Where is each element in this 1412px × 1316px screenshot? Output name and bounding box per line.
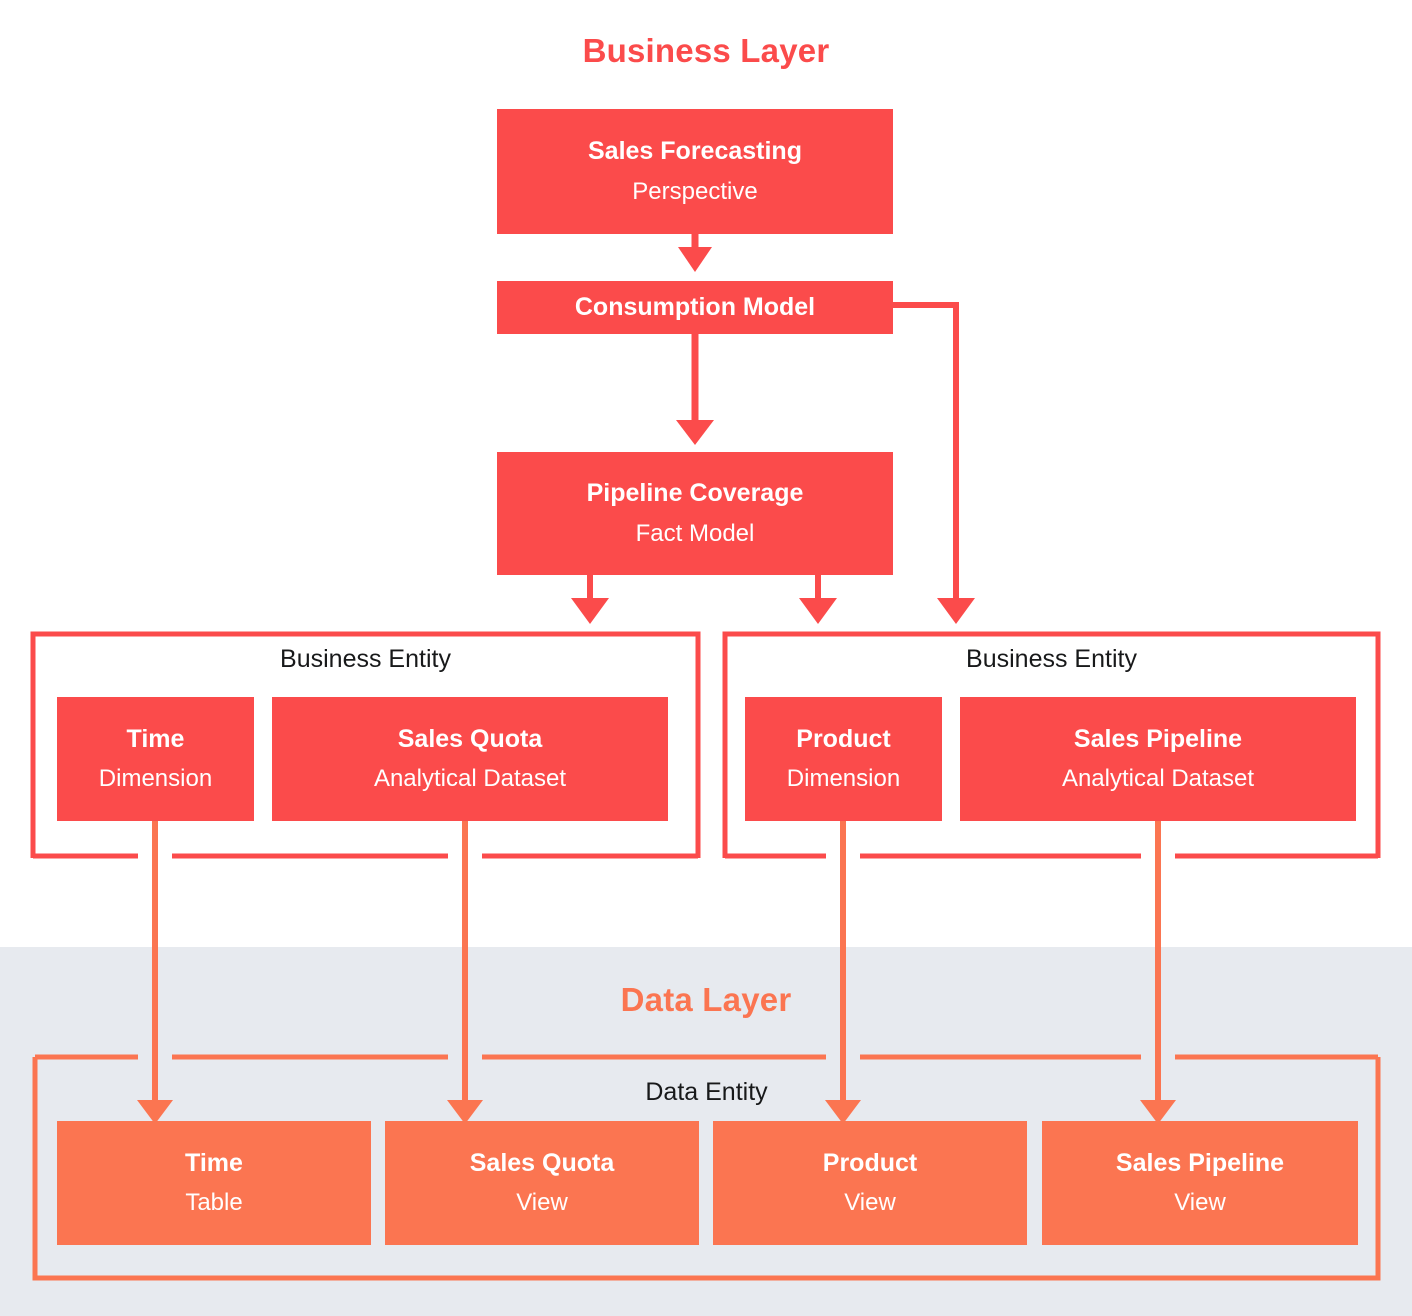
node-pipeline-coverage[interactable]: Pipeline Coverage Fact Model [497, 452, 893, 575]
node-sales-quota-view[interactable]: Sales Quota View [385, 1121, 699, 1245]
node-sales-pipeline-dataset[interactable]: Sales Pipeline Analytical Dataset [960, 697, 1356, 821]
node-subtitle: Dimension [786, 765, 901, 793]
edge-consumption-to-pipeline [676, 334, 714, 445]
node-title: Pipeline Coverage [586, 479, 804, 508]
node-time-dimension[interactable]: Time Dimension [57, 697, 254, 821]
node-title: Sales Quota [397, 724, 543, 753]
node-title: Time [126, 724, 185, 753]
node-subtitle: Fact Model [635, 519, 755, 547]
node-title: Sales Pipeline [1073, 724, 1243, 753]
node-title: Product [822, 1148, 918, 1177]
node-consumption-model[interactable]: Consumption Model [497, 281, 893, 334]
node-subtitle: View [844, 1189, 896, 1217]
edge-forecasting-to-consumption [678, 234, 712, 272]
node-title: Consumption Model [574, 292, 816, 321]
node-subtitle: Analytical Dataset [1061, 765, 1255, 793]
node-title: Time [185, 1148, 243, 1177]
group-label-business-entity-left: Business Entity [280, 645, 451, 673]
node-sales-pipeline-view[interactable]: Sales Pipeline View [1042, 1121, 1358, 1245]
data-layer-title: Data Layer [620, 981, 792, 1018]
node-subtitle: Analytical Dataset [373, 765, 567, 793]
group-data-entity: Data Entity [33, 1055, 1380, 1280]
edge-pipeline-to-business-entity-left [571, 575, 609, 624]
node-title: Sales Quota [469, 1148, 615, 1177]
node-title: Sales Forecasting [588, 137, 802, 166]
node-subtitle: View [1174, 1189, 1226, 1217]
edge-pipeline-to-business-entity-right [799, 575, 837, 624]
node-subtitle: View [516, 1189, 568, 1217]
node-title: Product [796, 724, 891, 753]
node-time-table[interactable]: Time Table [57, 1121, 371, 1245]
business-layer-title: Business Layer [582, 32, 830, 69]
node-sales-forecasting[interactable]: Sales Forecasting Perspective [497, 109, 893, 234]
node-subtitle: Dimension [98, 765, 213, 793]
node-product-view[interactable]: Product View [713, 1121, 1027, 1245]
group-label-data-entity: Data Entity [645, 1078, 768, 1106]
node-sales-quota-dataset[interactable]: Sales Quota Analytical Dataset [272, 697, 668, 821]
group-business-entity-left: Business Entity [31, 632, 700, 858]
node-subtitle: Table [185, 1189, 243, 1217]
node-title: Sales Pipeline [1115, 1148, 1285, 1177]
group-business-entity-right: Business Entity [723, 632, 1380, 858]
node-subtitle: Perspective [632, 177, 758, 205]
group-label-business-entity-right: Business Entity [966, 645, 1137, 673]
node-product-dimension[interactable]: Product Dimension [745, 697, 942, 821]
edge-consumption-to-business-entity-right [893, 302, 975, 624]
